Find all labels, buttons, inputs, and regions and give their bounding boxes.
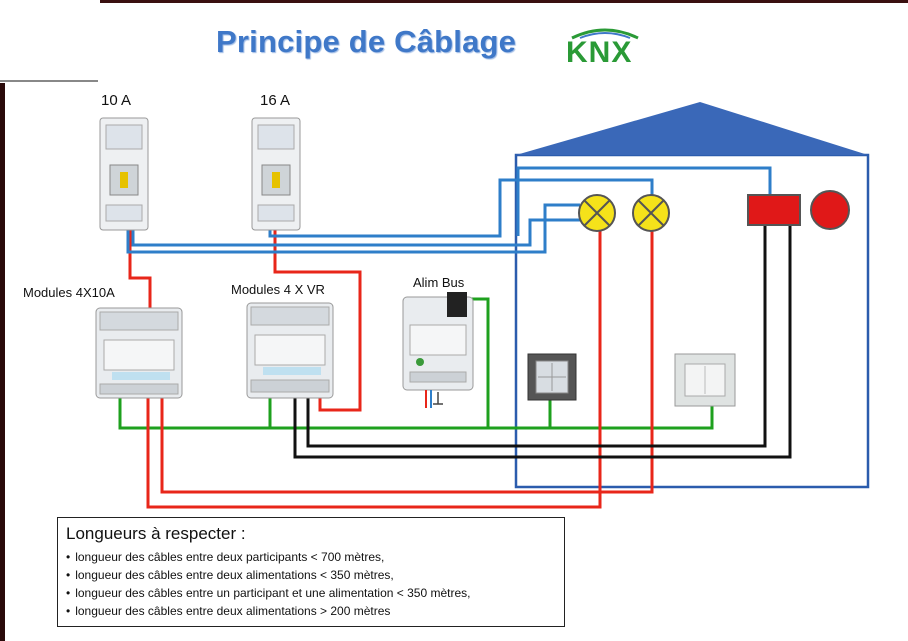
house bbox=[514, 102, 870, 489]
notes-item: longueur des câbles entre deux participa… bbox=[66, 548, 556, 566]
red-indicator bbox=[810, 190, 850, 230]
notes-item: longueur des câbles entre deux alimentat… bbox=[66, 566, 556, 584]
lamp-1 bbox=[578, 194, 616, 232]
breaker-10a bbox=[99, 117, 149, 231]
neutral-wires bbox=[126, 166, 772, 254]
left-border bbox=[0, 83, 5, 641]
shutter-motor bbox=[747, 194, 801, 226]
breaker-10a-label: 10 A bbox=[101, 92, 132, 109]
house-roof bbox=[516, 102, 868, 155]
power-wires bbox=[128, 230, 654, 509]
bus-power-supply bbox=[402, 292, 474, 408]
cable-length-notes: Longueurs à respecter : longueur des câb… bbox=[57, 517, 565, 627]
left-rule bbox=[0, 80, 98, 82]
module-4x10a-label: Modules 4X10A bbox=[23, 285, 115, 300]
breaker-16a bbox=[251, 117, 301, 231]
notes-title: Longueurs à respecter : bbox=[66, 524, 246, 543]
knx-logo-text: KNX bbox=[566, 36, 633, 69]
bus-power-label: Alim Bus bbox=[413, 275, 465, 290]
control-wires bbox=[293, 225, 792, 459]
switch-2 bbox=[674, 353, 736, 407]
notes-item: longueur des câbles entre un participant… bbox=[66, 584, 556, 602]
module-4x10a bbox=[95, 307, 183, 399]
breaker-16a-label: 16 A bbox=[260, 92, 291, 109]
page-title: Principe de Câblage bbox=[216, 24, 517, 59]
top-rule bbox=[100, 0, 908, 3]
knx-logo: KNX bbox=[566, 36, 632, 70]
module-4xvr-label: Modules 4 X VR bbox=[231, 282, 325, 297]
knx-logo-arc bbox=[571, 28, 639, 40]
notes-item: longueur des câbles entre deux alimentat… bbox=[66, 602, 556, 620]
switch-1 bbox=[527, 353, 577, 401]
bus-wires bbox=[118, 297, 714, 430]
notes-list: longueur des câbles entre deux participa… bbox=[66, 548, 556, 620]
lamp-2 bbox=[632, 194, 670, 232]
module-4xvr bbox=[246, 302, 334, 399]
